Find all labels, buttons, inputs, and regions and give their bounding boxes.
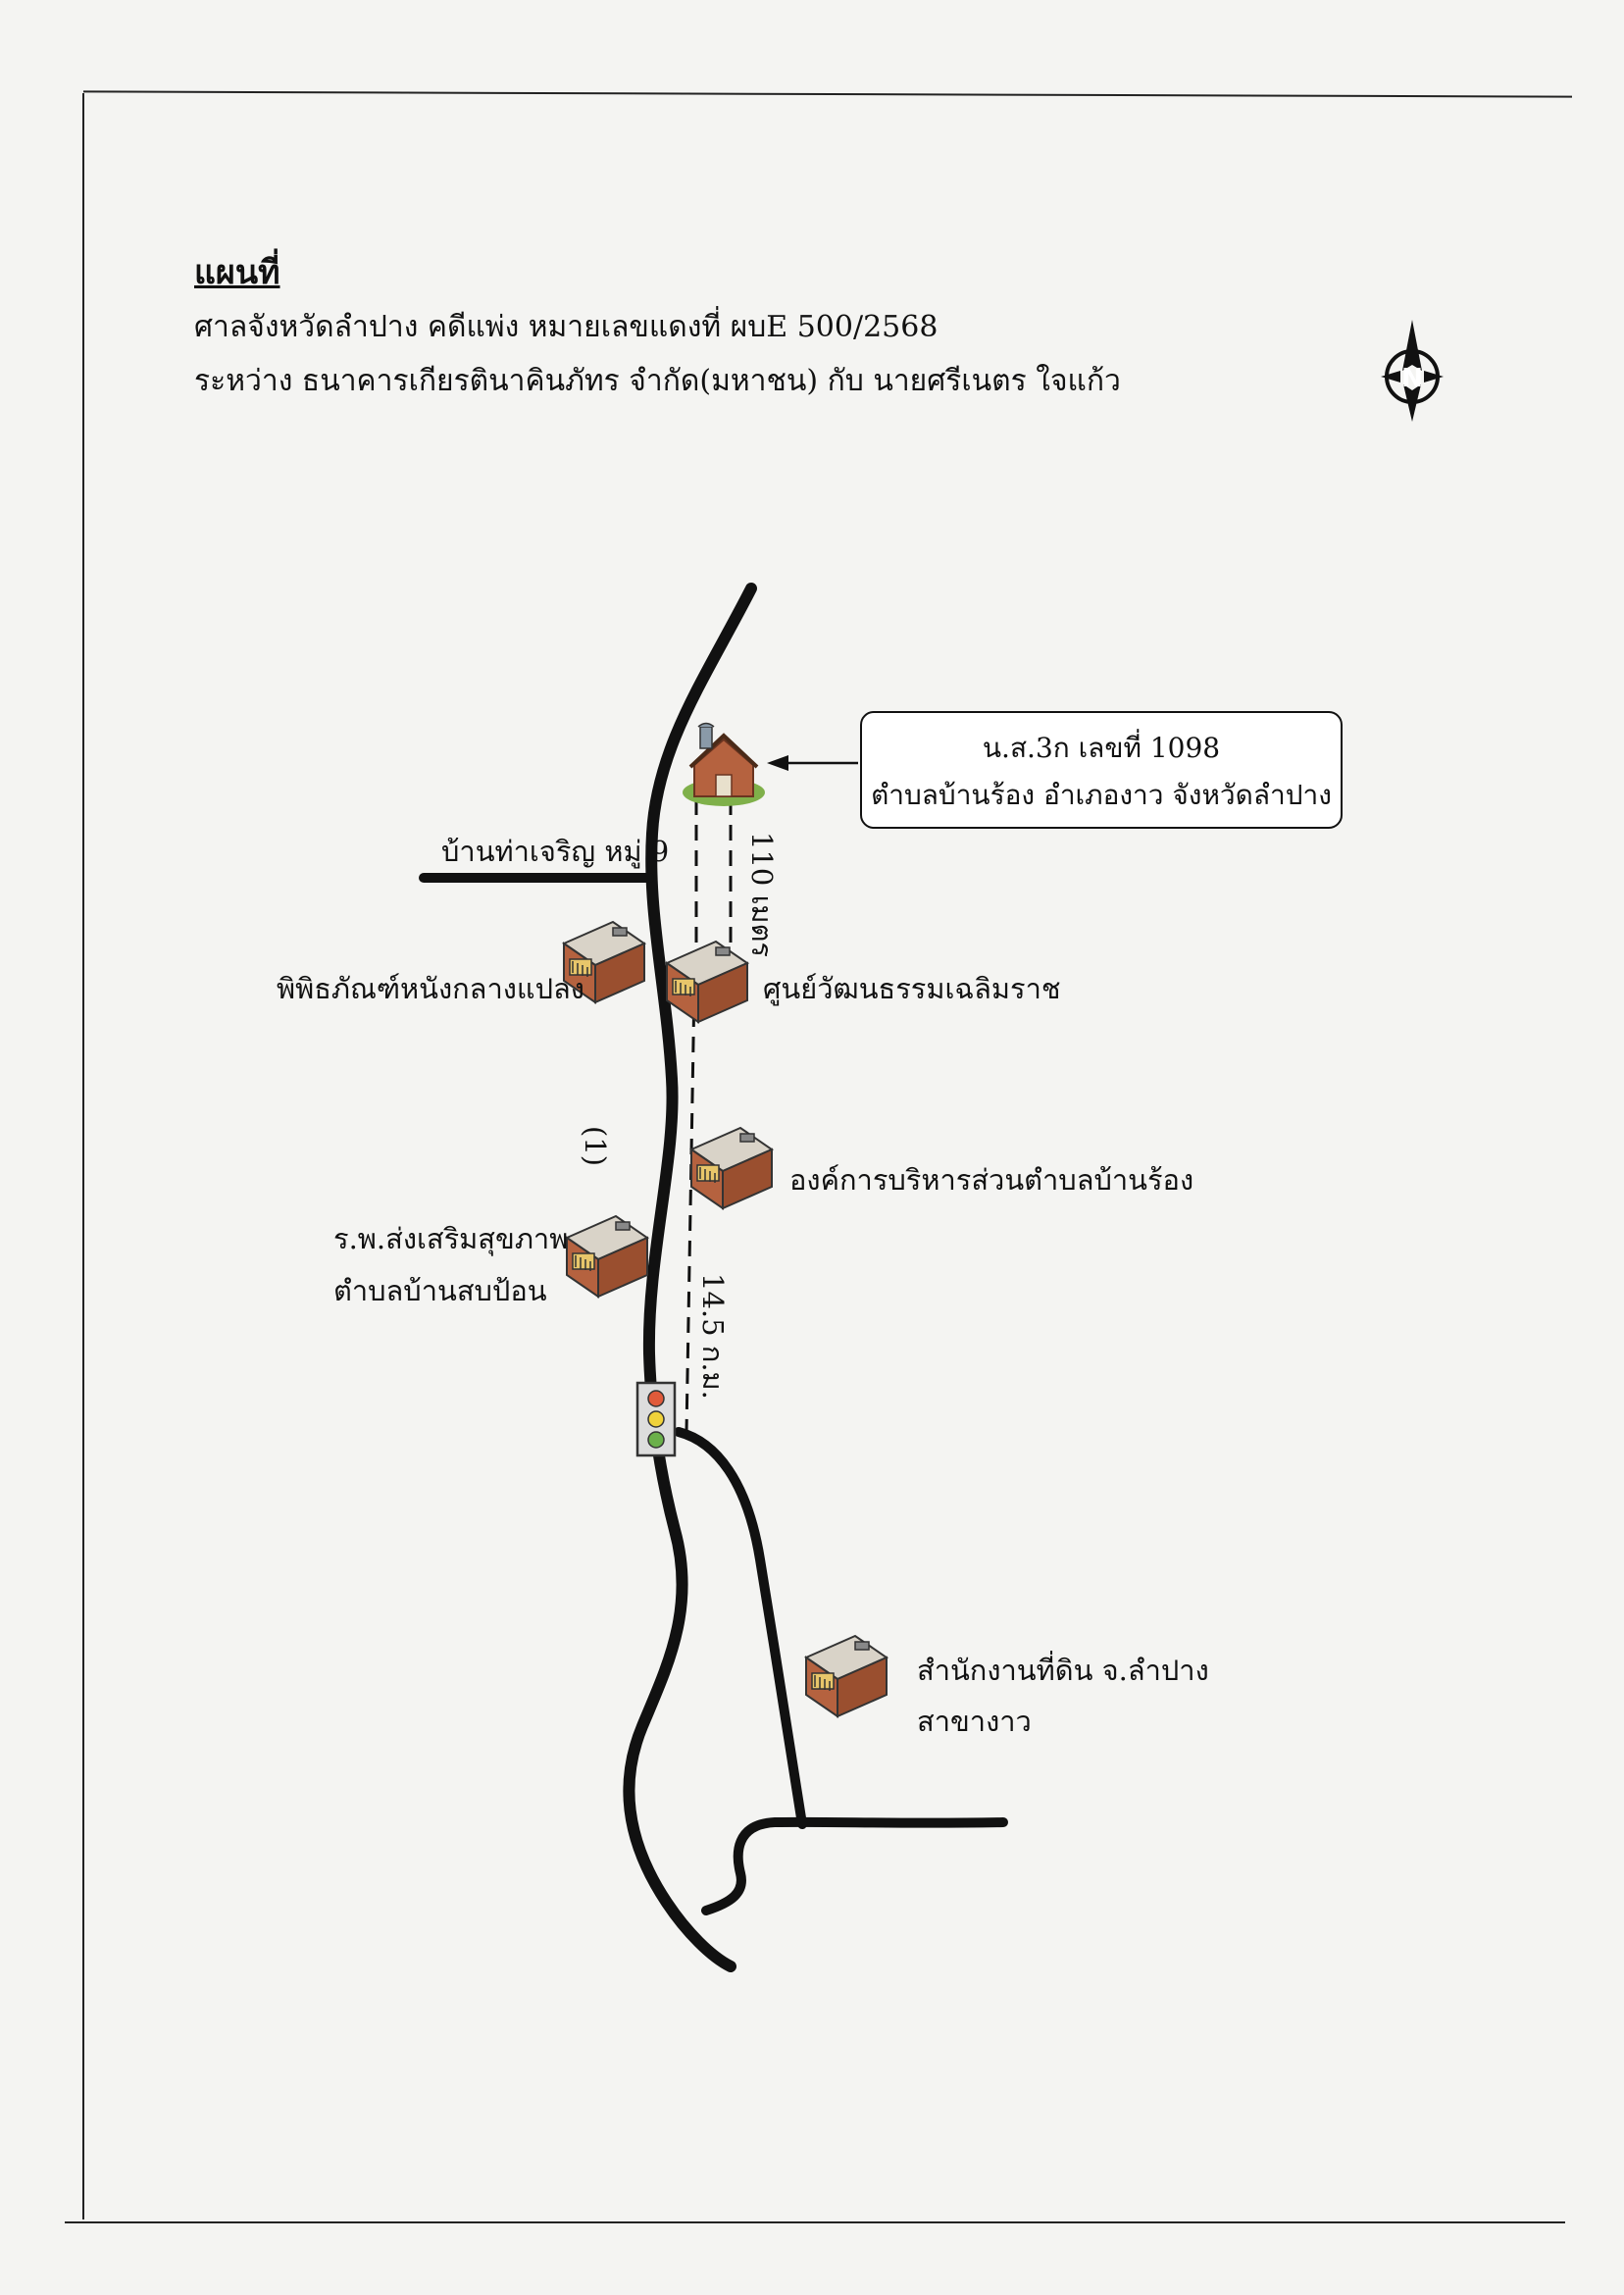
label-road-number: (1) [579,1126,612,1167]
label-land-office-line2: สาขางาว [917,1705,1032,1738]
label-hospital-line2: ตำบลบ้านสบป้อน [333,1274,547,1307]
callout-arrow [767,755,858,771]
case-info-line: ศาลจังหวัดลำปาง คดีแพ่ง หมายเลขแดงที่ ผบ… [194,310,939,344]
compass-letter: N [1401,364,1423,393]
parties-line: ระหว่าง ธนาคารเกียรตินาคินภัทร จำกัด(มหา… [194,364,1121,398]
junction-road-south [701,1816,1008,1915]
land-parcel-callout: น.ส.3ก เลขที่ 1098 ตำบลบ้านร้อง อำเภองาว… [860,711,1343,829]
callout-parcel-number: น.ส.3ก เลขที่ 1098 [982,732,1221,764]
map-heading: แผนที่ [194,253,280,292]
branch-road-east [674,1427,807,1829]
frame-left-line [82,93,84,2219]
label-museum: พิพิธภัณฑ์หนังกลางแปลง [277,972,584,1005]
land-office-building-icon [805,1635,888,1717]
label-cultural-center: ศูนย์วัฒนธรรมเฉลิมราช [763,972,1061,1005]
farm-plot-icon [683,722,765,806]
label-land-office-line1: สำนักงานที่ดิน จ.ลำปาง [917,1654,1209,1687]
traffic-light-icon [635,1381,677,1457]
distance-dashed-line-110m [694,799,733,966]
label-village: บ้านท่าเจริญ หมู่ 9 [441,835,670,868]
hospital-building-icon [566,1215,648,1298]
subdistrict-office-building-icon [690,1127,773,1209]
label-hospital-line1: ร.พ.ส่งเสริมสุขภาพ [333,1222,569,1255]
distance-dashed-line-14km [685,985,696,1433]
cultural-center-building-icon [666,941,748,1023]
frame-bottom-line [65,2221,1565,2223]
north-compass-icon: N [1381,320,1444,422]
label-distance-14km: 14.5 ก.ม. [696,1273,730,1400]
label-distance-110m: 110 เมตร [745,832,779,958]
label-subdistrict-office: องค์การบริหารส่วนตำบลบ้านร้อง [789,1163,1194,1197]
callout-location: ตำบลบ้านร้อง อำเภองาว จังหวัดลำปาง [871,779,1332,811]
